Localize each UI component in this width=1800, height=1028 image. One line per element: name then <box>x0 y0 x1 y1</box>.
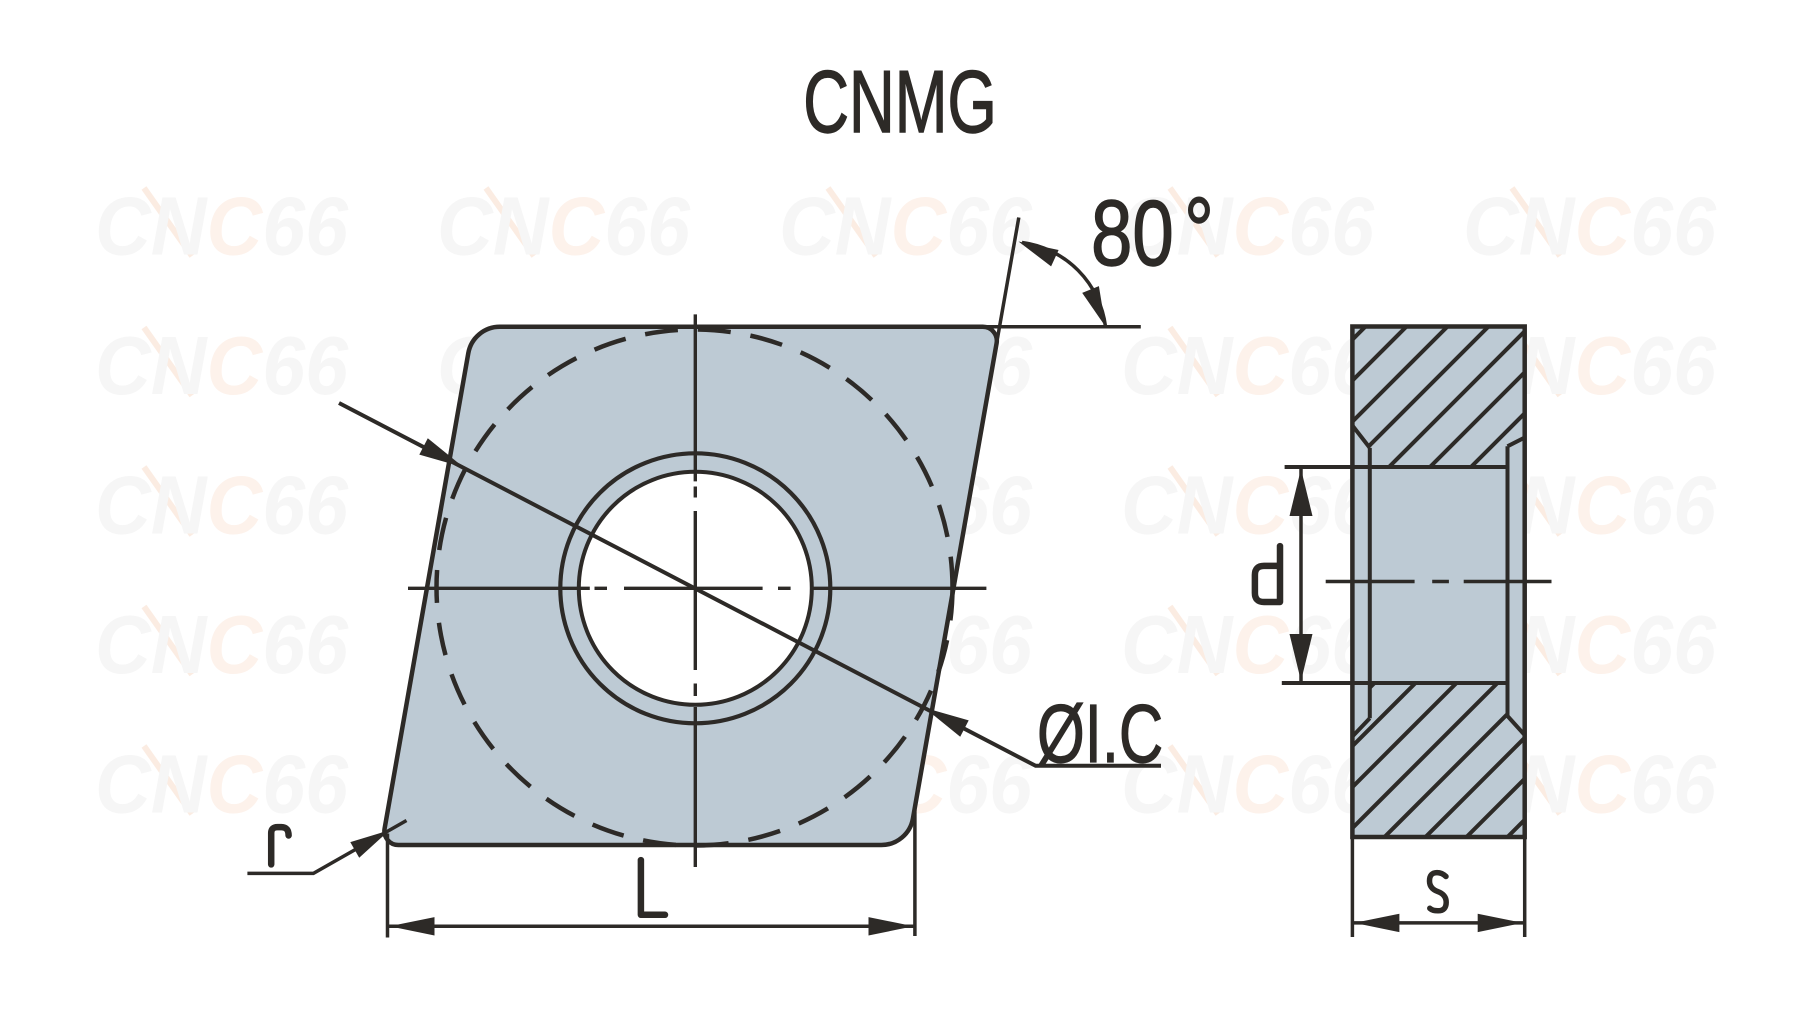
svg-text:CNC66: CNC66 <box>779 179 1032 272</box>
svg-text:80°: 80° <box>1091 178 1214 285</box>
svg-text:CNC66: CNC66 <box>95 737 348 830</box>
svg-text:CNC66: CNC66 <box>437 179 690 272</box>
svg-text:CNC66: CNC66 <box>1121 179 1374 272</box>
svg-text:CNC66: CNC66 <box>95 458 348 551</box>
svg-text:CNC66: CNC66 <box>95 318 348 411</box>
svg-text:CNC66: CNC66 <box>95 179 348 272</box>
svg-text:CNC66: CNC66 <box>1463 179 1716 272</box>
svg-text:ØI.C: ØI.C <box>1037 688 1163 780</box>
svg-text:CNC66: CNC66 <box>1121 597 1374 690</box>
svg-text:CNC66: CNC66 <box>95 597 348 690</box>
svg-text:CNC66: CNC66 <box>1121 458 1374 551</box>
svg-text:CNC66: CNC66 <box>1121 318 1374 411</box>
svg-text:CNMG: CNMG <box>803 54 997 152</box>
